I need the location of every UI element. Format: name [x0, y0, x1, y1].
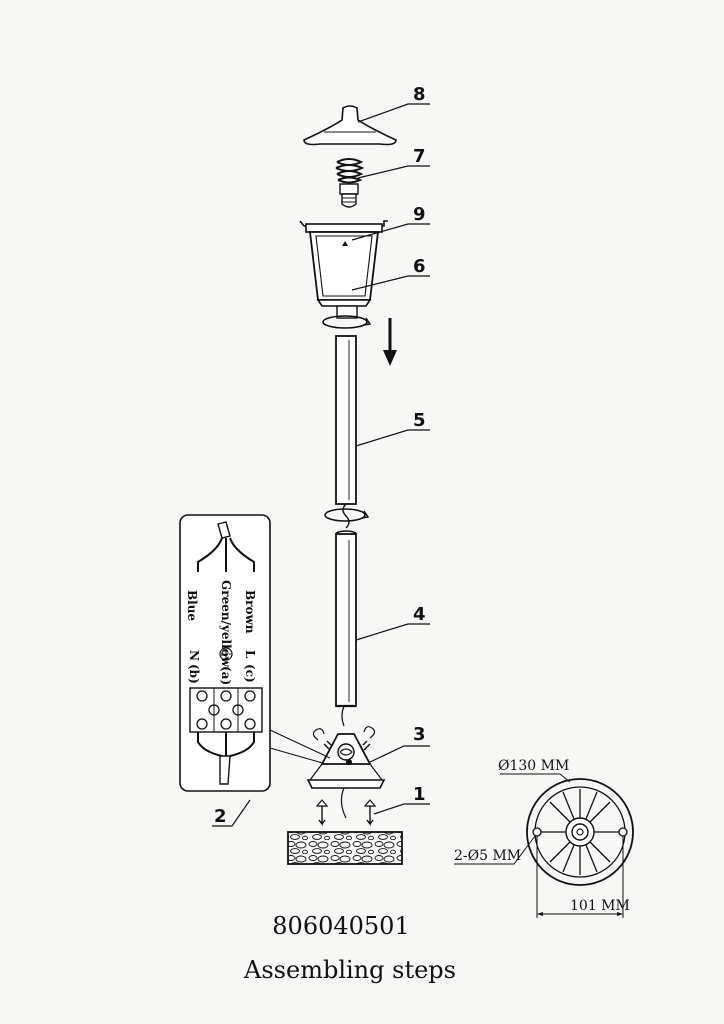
lantern-head-part	[299, 220, 388, 329]
callout-1: 1	[413, 784, 426, 805]
mounting-surface	[287, 831, 403, 865]
callout-8: 8	[413, 84, 426, 105]
bulb-part	[335, 158, 365, 208]
callout-2: 2	[214, 806, 227, 827]
callout-4: 4	[413, 604, 426, 625]
anchor-screws-part	[315, 787, 377, 827]
model-number: 806040501	[272, 912, 409, 940]
callout-9: 9	[413, 204, 426, 225]
callout-leaders	[212, 103, 430, 827]
terminal-label-a: (a)	[219, 666, 233, 685]
terminal-label-n: N	[187, 650, 201, 661]
terminal-label-b: (b)	[187, 664, 201, 684]
caption-title: Assembling steps	[243, 956, 456, 984]
callout-5: 5	[413, 410, 426, 431]
callout-3: 3	[413, 724, 426, 745]
wire-label-brown: Brown	[243, 590, 257, 634]
dimension-diameter-label: Ø130 MM	[498, 758, 569, 774]
callout-7: 7	[413, 146, 426, 167]
base-plate-top-view	[454, 773, 634, 918]
base-socket-part	[306, 726, 386, 789]
lower-pole-part	[335, 530, 357, 727]
callout-6: 6	[413, 256, 426, 277]
wire-label-green-yellow: Green/yellow	[219, 580, 233, 668]
wire-label-blue: Blue	[185, 590, 199, 621]
top-cap-part	[303, 105, 397, 146]
terminal-label-l: L	[243, 650, 257, 659]
wiring-detail-box	[179, 514, 331, 792]
upper-pole-part	[324, 335, 370, 529]
down-arrow-icon	[383, 318, 397, 366]
dimension-width-label: 101 MM	[570, 898, 630, 914]
dimension-holes-label: 2-Ø5 MM	[454, 848, 521, 864]
terminal-label-c: (c)	[243, 664, 257, 683]
